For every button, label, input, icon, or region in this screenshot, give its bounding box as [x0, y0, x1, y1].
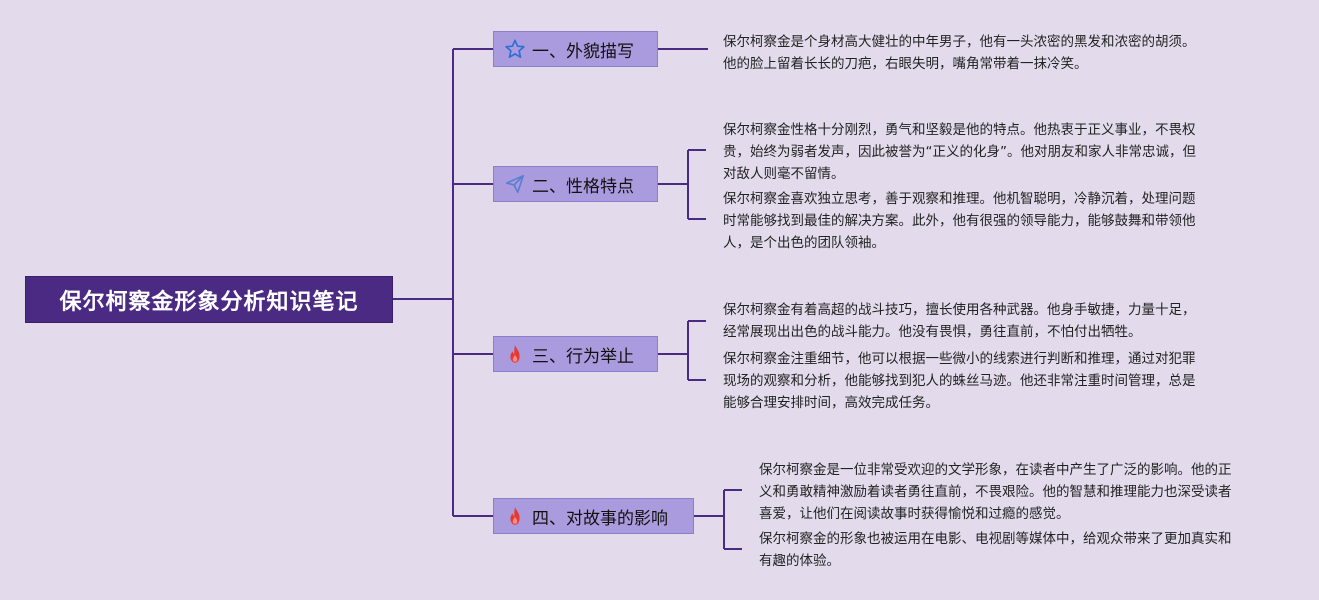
- fire-icon: [510, 506, 520, 525]
- connector-leaf-2: [658, 149, 706, 220]
- root-title: 保尔柯察金形象分析知识笔记: [59, 289, 359, 315]
- branch-appearance[interactable]: 一、外貌描写: [493, 31, 658, 67]
- leaf-behavior-1: 保尔柯察金有着高超的战斗技巧，擅长使用各种武器。他身手敏捷，力量十足， 经常展现…: [723, 302, 1196, 340]
- branch-behavior[interactable]: 三、行为举止: [493, 336, 658, 372]
- leaf-personality-1: 保尔柯察金性格十分刚烈，勇气和坚毅是他的特点。他热衷于正义事业，不畏权 贵，始终…: [723, 122, 1196, 182]
- branch-label: 四、对故事的影响: [532, 508, 668, 529]
- paper-plane-icon: [505, 174, 525, 194]
- leaf-impact-2: 保尔柯察金的形象也被运用在电影、电视剧等媒体中，给观众带来了更加真实和 有趣的体…: [759, 531, 1232, 569]
- leaf-personality-2: 保尔柯察金喜欢独立思考，善于观察和推理。他机智聪明，冷静沉着，处理问题 时常能够…: [723, 191, 1196, 251]
- branch-personality[interactable]: 二、性格特点: [493, 166, 658, 202]
- leaf-behavior-2: 保尔柯察金注重细节，他可以根据一些微小的线索进行判断和推理，通过对犯罪 现场的观…: [723, 351, 1196, 411]
- root-topic[interactable]: 保尔柯察金形象分析知识笔记: [25, 276, 393, 323]
- branch-label: 三、行为举止: [532, 346, 634, 367]
- branch-label: 一、外貌描写: [532, 41, 634, 62]
- fire-icon: [510, 344, 520, 363]
- connector-leaf-3: [658, 320, 706, 381]
- leaf-impact-1: 保尔柯察金是一位非常受欢迎的文学形象，在读者中产生了广泛的影响。他的正 义和勇敢…: [759, 462, 1232, 522]
- star-icon: [505, 39, 525, 58]
- connector-leaf-4: [694, 489, 742, 550]
- leaf-appearance-1: 保尔柯察金是个身材高大健壮的中年男子，他有一头浓密的黑发和浓密的胡须。 他的脸上…: [723, 34, 1196, 72]
- branch-label: 二、性格特点: [532, 176, 634, 197]
- branch-impact[interactable]: 四、对故事的影响: [493, 498, 694, 534]
